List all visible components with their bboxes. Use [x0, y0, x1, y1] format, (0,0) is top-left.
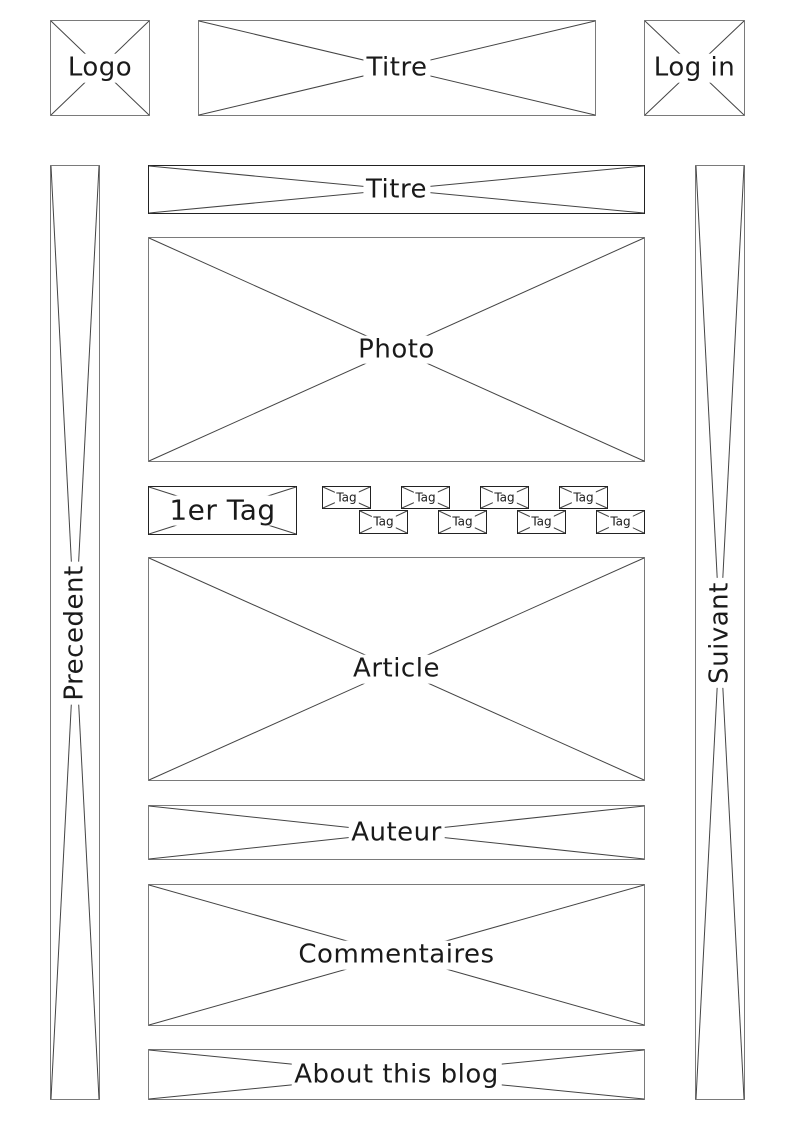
- first-tag-label: 1er Tag: [166, 494, 279, 526]
- login-label: Log in: [650, 54, 739, 83]
- comments-label: Commentaires: [295, 941, 498, 970]
- tag-label: Tag: [371, 514, 396, 529]
- tag[interactable]: Tag: [596, 510, 645, 534]
- site-title-label: Titre: [363, 54, 431, 83]
- author-label: Auteur: [348, 818, 445, 847]
- tag[interactable]: Tag: [322, 486, 371, 509]
- previous-button[interactable]: Precedent: [50, 165, 100, 1100]
- article-label: Article: [350, 655, 443, 684]
- comments-placeholder: Commentaires: [148, 884, 645, 1026]
- next-label: Suivant: [705, 577, 735, 688]
- tag-label: Tag: [492, 489, 517, 505]
- site-title-placeholder: Titre: [198, 20, 596, 116]
- first-tag[interactable]: 1er Tag: [148, 486, 297, 535]
- article-placeholder: Article: [148, 557, 645, 781]
- tag[interactable]: Tag: [517, 510, 566, 534]
- author-placeholder: Auteur: [148, 805, 645, 860]
- post-title-label: Titre: [362, 175, 431, 204]
- post-title-placeholder: Titre: [148, 165, 645, 214]
- about-label: About this blog: [291, 1060, 502, 1089]
- logo-placeholder[interactable]: Logo: [50, 20, 150, 116]
- next-button[interactable]: Suivant: [695, 165, 745, 1100]
- tag-label: Tag: [608, 514, 633, 529]
- tag-label: Tag: [413, 489, 438, 505]
- previous-label: Precedent: [60, 560, 90, 705]
- tag-label: Tag: [571, 489, 596, 505]
- photo-label: Photo: [355, 335, 438, 364]
- tag-label: Tag: [334, 489, 359, 505]
- login-button[interactable]: Log in: [644, 20, 745, 116]
- tag[interactable]: Tag: [559, 486, 608, 509]
- tag-label: Tag: [529, 514, 554, 529]
- tag[interactable]: Tag: [438, 510, 487, 534]
- tag-label: Tag: [450, 514, 475, 529]
- tag[interactable]: Tag: [480, 486, 529, 509]
- logo-label: Logo: [64, 54, 136, 83]
- about-placeholder[interactable]: About this blog: [148, 1049, 645, 1100]
- tag[interactable]: Tag: [401, 486, 450, 509]
- photo-placeholder: Photo: [148, 237, 645, 462]
- tag[interactable]: Tag: [359, 510, 408, 534]
